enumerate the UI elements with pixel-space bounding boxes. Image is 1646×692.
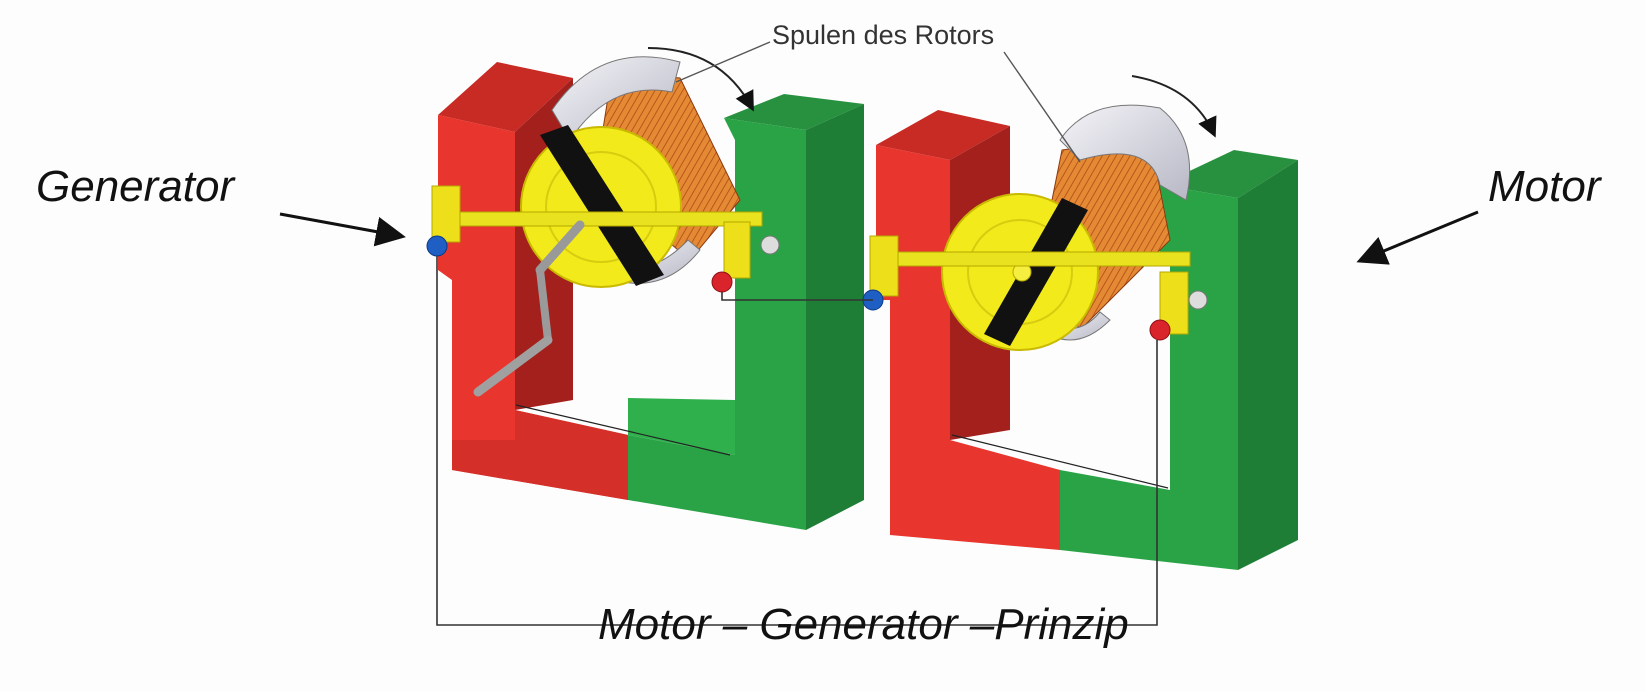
motor-rotation-arrow [1131,75,1217,138]
rotor-coils-label: Spulen des Rotors [772,20,995,50]
coils-leader-right [1003,51,1081,163]
generator-shaft [431,185,780,397]
generator-pointer-arrow [279,212,406,247]
generator-unit [426,47,864,530]
generator-label: Generator [36,162,235,211]
coils-leader-left [675,41,771,83]
motor-shaft [869,235,1208,335]
motor-terminal-red [1149,319,1171,341]
motor-unit [862,75,1298,570]
motor-label: Motor [1488,162,1601,211]
motor-pointer-arrow [1356,210,1479,265]
connecting-wires [436,256,1158,626]
motor-rotor [941,193,1099,351]
generator-rotation-arrow [647,47,754,112]
motor-south-pole [1060,150,1298,570]
diagram-caption: Motor – Generator –Prinzip [598,600,1129,649]
